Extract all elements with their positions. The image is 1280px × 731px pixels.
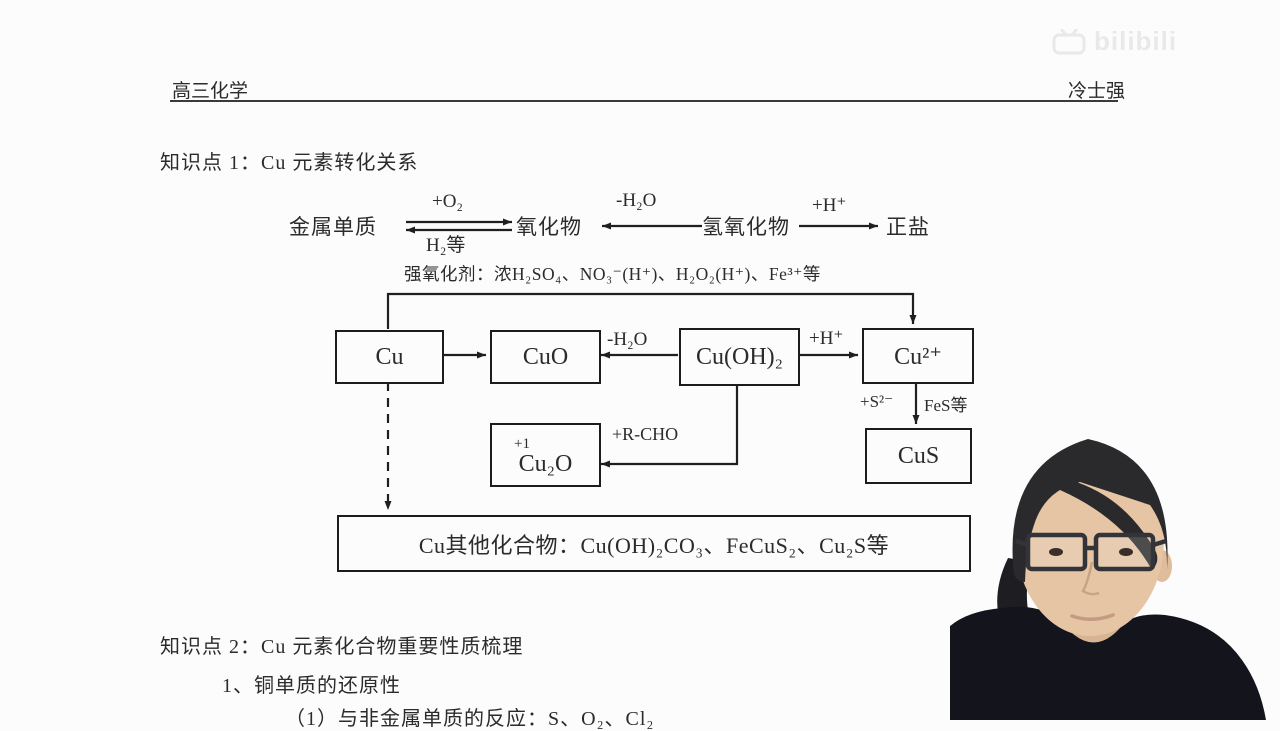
arrow-label-minus-h2o: -H₂O — [607, 329, 648, 350]
box-other-compounds-label: Cu其他化合物：Cu(OH)₂CO₃、FeCuS₂、Cu₂S等 — [418, 532, 890, 558]
course-title: 高三化学 — [172, 81, 249, 102]
arrow-label-fes-etc: FeS等 — [924, 396, 968, 415]
box-cu2plus: Cu²⁺ — [862, 328, 974, 384]
box-cu: Cu — [335, 330, 444, 384]
box-cuo: CuO — [490, 330, 601, 384]
box-cus: CuS — [865, 428, 972, 484]
cu-to-cu2plus-oxidizer-connector — [386, 292, 917, 329]
presenter-nose — [1081, 561, 1100, 596]
flow-metal: 金属单质 — [289, 215, 377, 239]
box-cuo-label: CuO — [522, 343, 569, 370]
flow-label-plus-o2: +O₂ — [432, 191, 464, 212]
box-cuoh2-label: Cu(OH)₂ — [695, 343, 784, 370]
box-cuoh2: Cu(OH)₂ — [679, 328, 800, 386]
box-cu2o-label: Cu₂O — [518, 450, 573, 477]
box-cu-label: Cu — [375, 343, 404, 370]
flow-label-minus-h2o: -H₂O — [616, 190, 657, 211]
teacher-name: 冷士强 — [1068, 81, 1126, 102]
flow-label-plus-h: +H⁺ — [812, 195, 847, 216]
kp2-point1-sub: （1）与非金属单质的反应：S、O₂、Cl₂ — [285, 708, 655, 730]
header-rule — [170, 100, 1118, 102]
arrow-label-plus-h: +H⁺ — [809, 328, 844, 349]
box-cu2o: +1 Cu₂O — [490, 423, 601, 487]
box-cus-label: CuS — [897, 442, 940, 469]
cu2o-oxidation-state: +1 — [514, 435, 530, 452]
presenter-eye-left — [1049, 548, 1063, 556]
arrow-label-plus-s2: +S²⁻ — [860, 392, 894, 411]
presenter-webcam — [950, 439, 1266, 720]
presenter-hair — [1012, 439, 1168, 582]
bilibili-tv-icon — [1052, 28, 1086, 54]
presenter-hair-bangs — [1060, 480, 1158, 570]
flow-oxide: 氧化物 — [516, 215, 582, 239]
box-cu2plus-label: Cu²⁺ — [894, 343, 942, 370]
arrow-label-plus-rcho: +R-CHO — [612, 424, 679, 444]
flow-hydroxide: 氢氧化物 — [702, 215, 790, 239]
kp1-title: 知识点 1：Cu 元素转化关系 — [160, 152, 419, 174]
presenter-eye-right — [1119, 548, 1133, 556]
kp2-title: 知识点 2：Cu 元素化合物重要性质梳理 — [160, 636, 524, 658]
kp2-point1: 1、铜单质的还原性 — [222, 675, 401, 697]
bilibili-watermark: bilibili — [1052, 26, 1177, 57]
flow-salt: 正盐 — [886, 215, 930, 239]
oxidizer-note: 强氧化剂：浓H₂SO₄、NO₃⁻(H⁺)、H₂O₂(H⁺)、Fe³⁺等 — [404, 264, 821, 284]
box-other-compounds: Cu其他化合物：Cu(OH)₂CO₃、FeCuS₂、Cu₂S等 — [337, 515, 971, 572]
presenter-mouth — [1070, 613, 1115, 621]
presenter-body — [950, 606, 1266, 720]
flow-label-h2-etc: H₂等 — [426, 235, 466, 256]
watermark-label: bilibili — [1094, 26, 1178, 56]
